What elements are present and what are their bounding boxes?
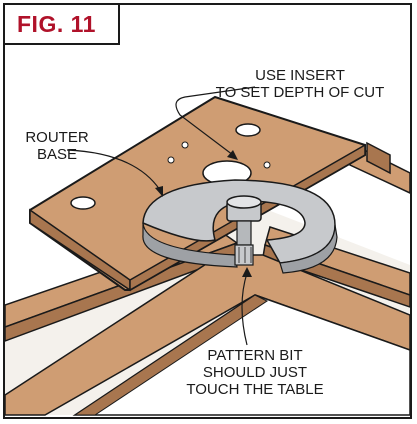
- base-hole-top: [235, 123, 261, 137]
- callout-pattern-bit-line-1: PATTERN BIT: [207, 347, 303, 364]
- insert-ring-side: [142, 222, 238, 268]
- callout-insert-line-2: TO SET DEPTH OF CUT: [215, 84, 385, 101]
- pattern-bit-leader: [241, 272, 248, 346]
- figure-label: FIG. 11: [17, 11, 96, 37]
- router-base-leader: [66, 149, 161, 191]
- frame-inner-edge: [73, 294, 268, 416]
- back-rail-end: [366, 141, 391, 175]
- insert-arrowhead: [227, 150, 238, 160]
- figure-frame: FIG. 11 USE INSERT TO SET DEPTH OF CUT R…: [3, 3, 412, 419]
- base-screw-2: [181, 141, 189, 149]
- callout-router-base-line-1: ROUTER: [25, 129, 89, 146]
- bit-cutter: [234, 244, 254, 266]
- base-screw-3: [263, 161, 271, 169]
- base-screw-1: [167, 156, 175, 164]
- callout-router-base-line-2: BASE: [36, 146, 78, 163]
- callout-pattern-bit-line-2: SHOULD JUST: [202, 364, 308, 381]
- insert-leader: [175, 86, 256, 156]
- bit-shank: [236, 220, 252, 246]
- base-hole-left: [70, 196, 96, 210]
- pattern-bit-arrowhead: [242, 267, 252, 277]
- router-base-arrowhead: [155, 186, 163, 197]
- figure-tab: FIG. 11: [5, 5, 120, 45]
- callout-pattern-bit-line-3: TOUCH THE TABLE: [186, 381, 324, 398]
- collet-top: [226, 195, 262, 209]
- callout-pattern-bit: PATTERN BIT SHOULD JUST TOUCH THE TABLE: [175, 347, 335, 398]
- callout-insert-line-1: USE INSERT: [255, 67, 345, 84]
- insert-ring-right-side: [279, 224, 338, 274]
- callout-insert: USE INSERT TO SET DEPTH OF CUT: [200, 67, 400, 101]
- callout-router-base: ROUTER BASE: [17, 129, 97, 163]
- insert-ring: [142, 179, 336, 264]
- router-table-illustration: [5, 86, 410, 416]
